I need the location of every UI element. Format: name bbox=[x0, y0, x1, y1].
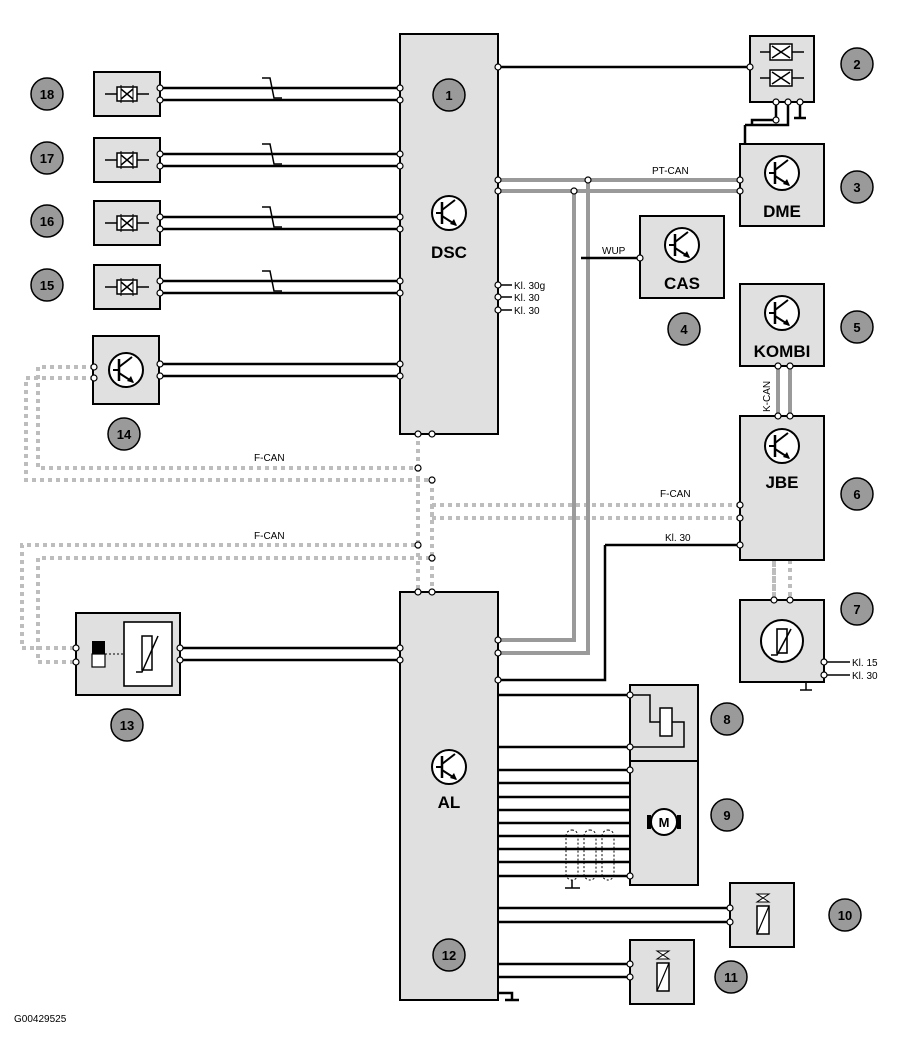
dsc-kl30-label-b: Kl. 30 bbox=[514, 306, 540, 317]
f-can-bus bbox=[20, 365, 792, 664]
cas-module: CAS WUP bbox=[581, 215, 725, 299]
svg-text:6: 6 bbox=[853, 487, 860, 502]
callout-1: 1 bbox=[432, 78, 466, 112]
callout-10: 10 bbox=[828, 898, 862, 932]
valve-10 bbox=[729, 882, 795, 948]
callout-9: 9 bbox=[710, 798, 744, 832]
pt-can-label: PT-CAN bbox=[652, 166, 689, 177]
kombi-module: KOMBI bbox=[739, 283, 825, 367]
sensor-7: Kl. 15 Kl. 30 bbox=[739, 599, 878, 691]
callout-2: 2 bbox=[840, 47, 874, 81]
svg-text:18: 18 bbox=[40, 87, 54, 102]
k-can-label: K-CAN bbox=[762, 381, 773, 412]
sensor-kl30-label: Kl. 30 bbox=[852, 671, 878, 682]
pt-can-bus: PT-CAN bbox=[498, 166, 740, 655]
callout-3: 3 bbox=[840, 170, 874, 204]
callout-8: 8 bbox=[710, 702, 744, 736]
k-can-bus: K-CAN bbox=[762, 366, 792, 416]
wheel-speed-sensor-16 bbox=[93, 200, 400, 246]
wheel-speed-sensor-18 bbox=[93, 71, 400, 117]
callout-18: 18 bbox=[30, 77, 64, 111]
dsc-kl30g-label: Kl. 30g bbox=[514, 281, 545, 292]
motor-9: M bbox=[629, 760, 699, 886]
svg-text:15: 15 bbox=[40, 278, 54, 293]
al-label: AL bbox=[438, 793, 461, 812]
sensor-13 bbox=[75, 612, 400, 696]
f-can-label-3: F-CAN bbox=[660, 489, 691, 500]
callout-17: 17 bbox=[30, 141, 64, 175]
callout-15: 15 bbox=[30, 268, 64, 302]
jbe-kl30-label: Kl. 30 bbox=[665, 533, 691, 544]
callout-6: 6 bbox=[840, 477, 874, 511]
svg-text:9: 9 bbox=[723, 808, 730, 823]
heater-element-8 bbox=[629, 684, 699, 762]
svg-text:7: 7 bbox=[853, 602, 860, 617]
svg-text:16: 16 bbox=[40, 214, 54, 229]
svg-text:4: 4 bbox=[680, 322, 688, 337]
dme-label: DME bbox=[763, 202, 801, 221]
relay-block-2 bbox=[498, 35, 815, 127]
dsc-label: DSC bbox=[431, 243, 467, 262]
svg-text:12: 12 bbox=[442, 948, 456, 963]
valve-11 bbox=[629, 939, 695, 1005]
connection-dots bbox=[72, 63, 828, 981]
callout-12: 12 bbox=[432, 938, 466, 972]
f-can-label-1: F-CAN bbox=[254, 453, 285, 464]
dsc-kl30-label-a: Kl. 30 bbox=[514, 293, 540, 304]
al-output-wires bbox=[498, 592, 730, 979]
svg-text:13: 13 bbox=[120, 718, 134, 733]
al-module: AL bbox=[399, 591, 519, 1002]
callout-5: 5 bbox=[840, 310, 874, 344]
callout-7: 7 bbox=[840, 592, 874, 626]
wheel-speed-sensor-17 bbox=[93, 137, 400, 183]
dme-module: DME bbox=[739, 125, 825, 227]
wup-label: WUP bbox=[602, 246, 626, 257]
sensor-14 bbox=[92, 335, 400, 405]
motor-symbol: M bbox=[659, 815, 670, 830]
callout-4: 4 bbox=[667, 312, 701, 346]
svg-text:1: 1 bbox=[445, 88, 452, 103]
callout-14: 14 bbox=[107, 417, 141, 451]
svg-text:17: 17 bbox=[40, 151, 54, 166]
dsc-terminals: Kl. 30g Kl. 30 Kl. 30 bbox=[498, 281, 545, 317]
svg-text:14: 14 bbox=[117, 427, 132, 442]
kombi-label: KOMBI bbox=[754, 342, 811, 361]
callout-16: 16 bbox=[30, 204, 64, 238]
callout-13: 13 bbox=[110, 708, 144, 742]
jbe-label: JBE bbox=[765, 473, 798, 492]
callout-11: 11 bbox=[714, 960, 748, 994]
svg-text:11: 11 bbox=[724, 970, 738, 985]
cas-label: CAS bbox=[664, 274, 700, 293]
svg-text:5: 5 bbox=[853, 320, 860, 335]
svg-text:8: 8 bbox=[723, 712, 730, 727]
sensor-kl15-label: Kl. 15 bbox=[852, 658, 878, 669]
svg-text:2: 2 bbox=[853, 57, 860, 72]
figure-code: G00429525 bbox=[14, 1014, 67, 1025]
svg-text:3: 3 bbox=[853, 180, 860, 195]
f-can-label-2: F-CAN bbox=[254, 531, 285, 542]
jbe-module: JBE Kl. 30 bbox=[603, 415, 825, 592]
wheel-speed-sensor-15 bbox=[93, 264, 400, 310]
svg-text:10: 10 bbox=[838, 908, 852, 923]
